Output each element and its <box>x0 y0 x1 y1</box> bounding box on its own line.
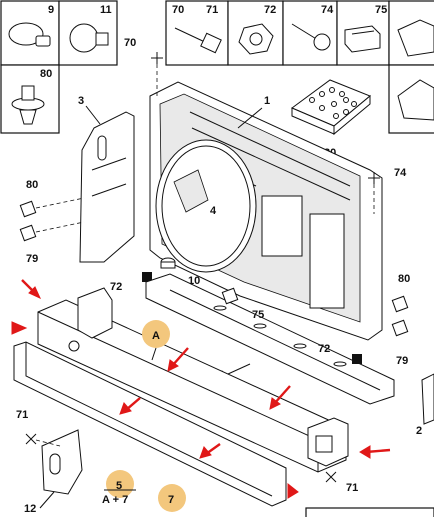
legend-cell-11: 11 <box>58 0 118 66</box>
fastener-kit-30: 30 <box>291 79 371 159</box>
parts-legend: 9 11 70 71 72 <box>0 0 434 134</box>
legend-cell-70-71: 70 71 <box>165 0 229 66</box>
nut-72-left: 72 <box>110 272 152 293</box>
legend-ref-80: 80 <box>40 68 52 80</box>
fan-shroud-4: 4 <box>155 139 257 273</box>
badge-5-label: 5 <box>116 480 122 492</box>
legend-ref-71: 71 <box>206 4 218 16</box>
callout-79-left: 79 <box>26 253 38 265</box>
legend-cell-74: 74 <box>282 0 338 66</box>
spring-clip-icon <box>344 25 381 53</box>
callout-2: 2 <box>416 425 422 437</box>
legend-ref-75: 75 <box>375 4 387 16</box>
bolt-icon <box>174 27 222 54</box>
callout-1: 1 <box>264 95 270 107</box>
bracket-12: 12 <box>24 429 83 515</box>
legend-cell-75: 75 <box>336 0 390 66</box>
callout-79-right: 79 <box>396 355 408 367</box>
badge-5: 5 A + 7 <box>102 470 136 506</box>
legend-ref-11: 11 <box>100 4 112 16</box>
callout-71-left: 71 <box>16 409 28 421</box>
legend-ref-70: 70 <box>172 4 184 16</box>
red-arrow-icon <box>21 279 42 300</box>
part-2: 2 <box>416 373 434 437</box>
clip-icon <box>397 19 434 57</box>
badge-7: 7 <box>158 484 186 512</box>
callout-72-right: 72 <box>318 343 330 355</box>
badge-a: A <box>142 320 170 361</box>
red-arrow-icon <box>199 443 221 459</box>
nut-72-right: 72 <box>318 343 362 364</box>
clip-75: 75 <box>221 287 264 321</box>
legend-ref-74: 74 <box>321 4 334 16</box>
callout-72-left: 72 <box>110 281 122 293</box>
clips-left: 80 79 <box>19 179 85 265</box>
push-clip-icon <box>8 22 51 47</box>
bumper-beam <box>37 287 349 473</box>
red-arrow-icon <box>119 397 141 415</box>
red-arrow-icon <box>359 445 391 459</box>
legend-cell-extra-2 <box>388 64 434 134</box>
badge-a-label: A <box>152 330 160 342</box>
legend-cell-72: 72 <box>227 0 284 66</box>
rivet-clip-icon <box>11 85 45 125</box>
fixing-point-71-left: 71 <box>16 409 61 447</box>
badge-5-sub: A + 7 <box>102 494 128 506</box>
callout-12: 12 <box>24 503 36 515</box>
fixing-point-70: 70 <box>124 37 163 96</box>
red-triangle-icon <box>287 482 299 499</box>
legend-cell-9: 9 <box>0 0 60 66</box>
clips-right: 80 79 <box>391 273 410 367</box>
side-deflector-3: 3 <box>78 95 135 263</box>
callout-70: 70 <box>124 37 136 49</box>
screw-icon <box>291 23 331 51</box>
bulb-icon <box>69 23 109 53</box>
legend-cell-80: 80 <box>0 64 60 134</box>
legend-cell-extra <box>388 0 434 66</box>
fixing-point-74: 74 <box>368 167 407 214</box>
hex-nut-icon <box>238 23 274 55</box>
callout-3: 3 <box>78 95 84 107</box>
red-arrow-icon <box>269 385 291 410</box>
fixing-point-71-right: 71 <box>325 471 358 494</box>
legend-ref-72: 72 <box>264 4 276 16</box>
red-triangle-icon <box>11 321 28 335</box>
callout-74: 74 <box>394 167 407 179</box>
callout-4: 4 <box>210 205 217 217</box>
bumper-absorber-7 <box>13 341 287 507</box>
callout-80-right: 80 <box>398 273 410 285</box>
callout-80-left: 80 <box>26 179 38 191</box>
badge-7-label: 7 <box>168 494 174 506</box>
direction-arrows <box>11 279 391 499</box>
legend-ref-9: 9 <box>48 4 54 16</box>
red-arrow-icon <box>167 347 189 372</box>
callout-71-right: 71 <box>346 482 358 494</box>
next-panel-edge <box>305 507 434 521</box>
callout-75: 75 <box>252 309 264 321</box>
